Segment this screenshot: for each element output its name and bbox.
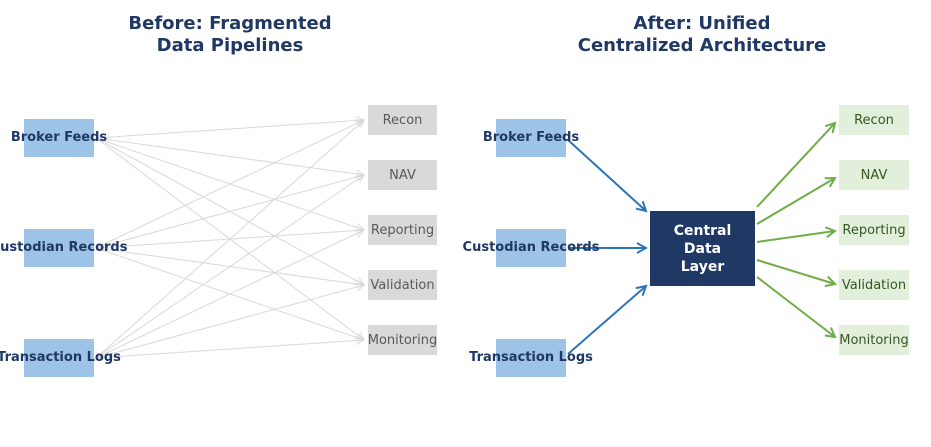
fragmented-connection-line: [95, 340, 364, 359]
after-source-broker-feeds: Broker Feeds: [483, 119, 579, 157]
fragmented-connection-line: [95, 230, 364, 359]
central-data-layer: Central Data Layer: [650, 211, 755, 286]
outbound-arrow: [756, 178, 835, 225]
before-source-custodian-records: Custodian Records: [0, 229, 127, 267]
before-source-broker-feeds: Broker Feeds: [11, 119, 107, 157]
fragmented-connection-line: [95, 285, 364, 359]
after-target-reporting: Reporting: [839, 215, 909, 245]
before-title-line-1: Before: Fragmented: [128, 13, 332, 34]
before-target-recon: Recon: [368, 105, 437, 135]
before-source-transaction-logs: Transaction Logs: [0, 339, 121, 377]
fragmented-connection-line: [95, 120, 364, 139]
inbound-arrows: [567, 139, 646, 355]
after-source-custodian-records: Custodian Records: [463, 229, 599, 267]
before-target-validation: Validation: [368, 270, 437, 300]
inbound-arrow: [567, 139, 646, 211]
after-target-nav: NAV: [839, 160, 909, 190]
after-title-line-1: After: Unified: [633, 13, 771, 34]
before-target-monitoring: Monitoring: [368, 325, 437, 355]
before-panel-title: Before: Fragmented Data Pipelines: [80, 13, 380, 57]
before-target-nav: NAV: [368, 160, 437, 190]
after-target-validation: Validation: [839, 270, 909, 300]
before-title-line-2: Data Pipelines: [156, 35, 304, 56]
outbound-arrow: [756, 123, 835, 208]
after-source-transaction-logs: Transaction Logs: [469, 339, 593, 377]
before-target-reporting: Reporting: [368, 215, 437, 245]
inbound-arrow: [567, 286, 646, 355]
fragmented-connection-line: [95, 120, 364, 249]
after-target-monitoring: Monitoring: [839, 325, 909, 355]
outbound-arrows: [756, 123, 835, 337]
outbound-arrow: [756, 231, 835, 243]
after-panel-title: After: Unified Centralized Architecture: [552, 13, 852, 57]
fragmented-connection-line: [95, 175, 364, 359]
after-target-recon: Recon: [839, 105, 909, 135]
outbound-arrow: [756, 259, 835, 284]
fragmented-connection-line: [95, 120, 364, 359]
fragmented-connection-line: [95, 137, 364, 175]
fragmented-connections: [95, 120, 364, 359]
outbound-arrow: [756, 276, 835, 337]
after-title-line-2: Centralized Architecture: [577, 35, 827, 56]
fragmented-connection-line: [95, 175, 364, 249]
